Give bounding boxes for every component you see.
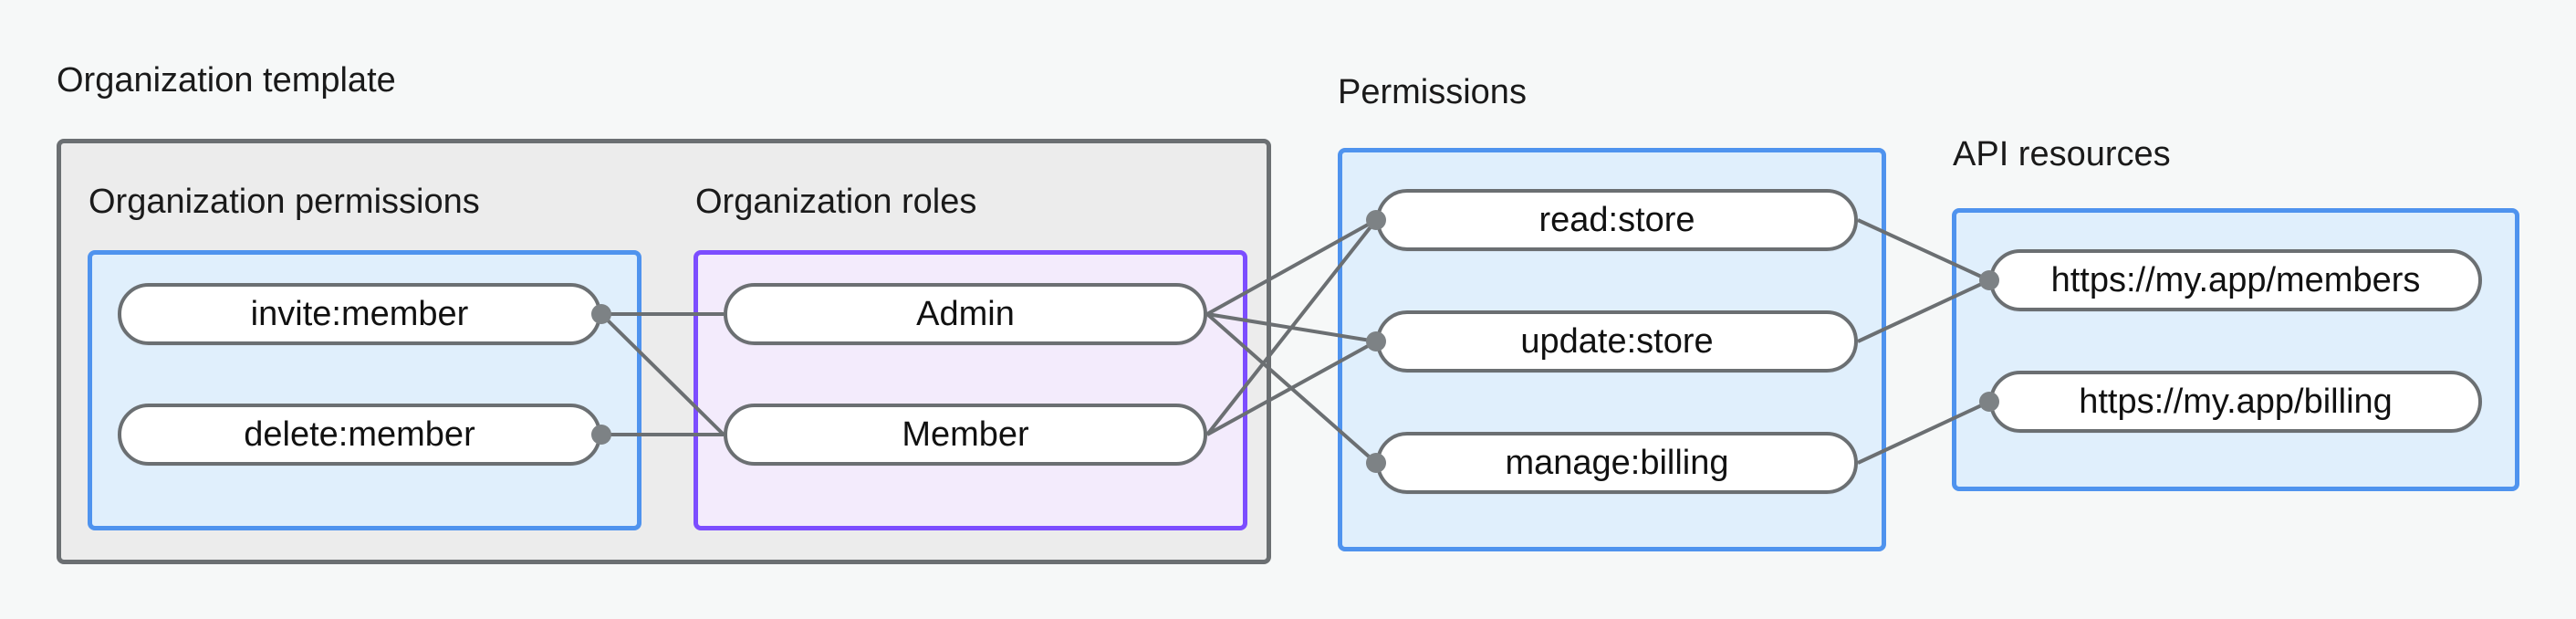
node-invite-member[interactable]: invite:member	[118, 283, 601, 345]
group-label-organization-template: Organization template	[57, 61, 396, 100]
node-manage-billing[interactable]: manage:billing	[1376, 432, 1858, 494]
node-update-store[interactable]: update:store	[1376, 310, 1858, 372]
node-members-url[interactable]: https://my.app/members	[1989, 249, 2482, 311]
node-delete-member[interactable]: delete:member	[118, 404, 601, 466]
group-label-permissions: Permissions	[1338, 73, 1527, 111]
group-label-api-resources: API resources	[1953, 135, 2171, 173]
subgroup-label-organization-permissions: Organization permissions	[89, 183, 480, 221]
node-member[interactable]: Member	[724, 404, 1207, 466]
node-read-store[interactable]: read:store	[1376, 189, 1858, 251]
subgroup-label-organization-roles: Organization roles	[695, 183, 977, 221]
node-billing-url[interactable]: https://my.app/billing	[1989, 371, 2482, 433]
node-admin[interactable]: Admin	[724, 283, 1207, 345]
